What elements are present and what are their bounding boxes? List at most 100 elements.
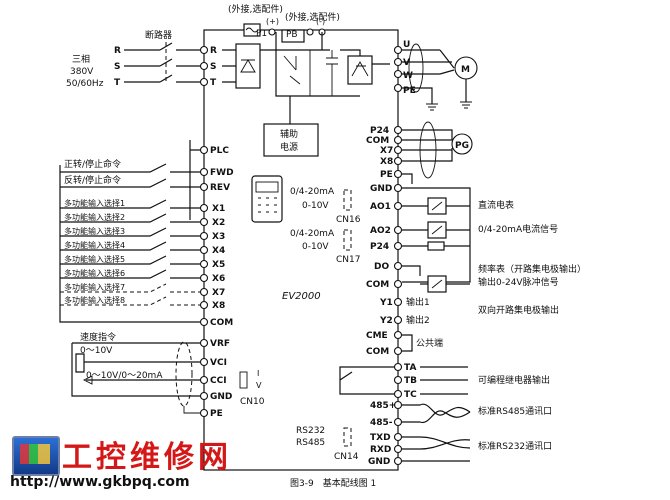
- out-u: U: [403, 40, 410, 50]
- cn16-v: 0-10V: [302, 201, 329, 211]
- minus-label: (-): [316, 17, 325, 26]
- pg-label: PG: [455, 141, 469, 151]
- rs232-port-label: 标准RS232通讯口: [478, 440, 552, 452]
- current-signal-label: 0/4-20mA电流信号: [478, 223, 558, 235]
- common-label: 公共端: [416, 337, 443, 349]
- out-pe: PE: [403, 86, 416, 96]
- encoder-pins: P24 COM X7 X8 PE PG: [366, 121, 473, 184]
- inv-in-s: S: [210, 62, 216, 72]
- aux-power-line2: 电源: [280, 141, 298, 153]
- power-section: P1 (+) PB (-): [222, 17, 390, 97]
- multi-func-4: 多功能输入选择4: [64, 240, 125, 250]
- cn10-name: CN10: [240, 397, 265, 407]
- ao-com: COM: [366, 280, 389, 290]
- motor-label: M: [461, 65, 470, 75]
- jumper-cn10: I V CN10: [239, 369, 265, 407]
- out-w: W: [403, 71, 413, 81]
- input-x7: X7: [212, 288, 225, 298]
- model-label: EV2000: [282, 291, 321, 302]
- cn17-name: CN17: [336, 255, 360, 265]
- rev-command-label: 反转/停止命令: [64, 174, 121, 186]
- ao-p24: P24: [370, 242, 389, 252]
- motor: [454, 56, 478, 80]
- terminal-com: [199, 317, 209, 327]
- cn16-ma: 0/4-20mA: [290, 187, 335, 197]
- com-label: COM: [210, 318, 233, 328]
- jumper-cn14: RS232 RS485 CN14: [296, 426, 359, 462]
- relay-out-label: 可编程继电器输出: [478, 374, 550, 386]
- comm-485p: 485+: [370, 401, 396, 411]
- enc-com: COM: [366, 136, 389, 146]
- cn10-i: I: [257, 369, 259, 378]
- comm-ports: 485+ 485- TXD RXD GND: [368, 400, 471, 467]
- terminal-s: [199, 61, 209, 71]
- multi-func-3: 多功能输入选择3: [64, 226, 125, 236]
- monitor-logo-icon: [12, 436, 60, 476]
- collector-outputs: Y1 Y2 CME COM: [366, 297, 413, 357]
- breaker-label: 断路器: [145, 29, 172, 41]
- inv-in-r: R: [210, 46, 217, 56]
- cme-pin: CME: [366, 331, 388, 341]
- y2-pin: Y2: [379, 316, 393, 326]
- aux-power-box: [263, 123, 319, 157]
- ao-gnd: GND: [370, 184, 392, 194]
- fwd-command-label: 正转/停止命令: [64, 158, 121, 170]
- out-v: V: [403, 58, 410, 68]
- comm-485n: 485-: [370, 418, 393, 428]
- supply-freq: 50/60Hz: [66, 79, 104, 89]
- input-x4: X4: [212, 246, 225, 256]
- aux-power-line1: 辅助: [280, 128, 298, 140]
- line-r-label: R: [114, 46, 121, 56]
- pg-encoder: [451, 133, 473, 155]
- range-vi-label: 0～10V/0～20mA: [86, 371, 163, 381]
- options-top-right: (外接,选配件): [285, 11, 340, 23]
- analog-cci: CCI: [210, 376, 227, 386]
- terminal-r: [199, 45, 209, 55]
- freq-meter-label: 频率表（开路集电极输出）: [478, 263, 586, 275]
- line-t-label: T: [114, 78, 121, 88]
- multi-func-6: 多功能输入选择6: [64, 268, 125, 278]
- terminal-plc: [199, 145, 209, 155]
- range-v-label: 0～10V: [80, 346, 113, 356]
- line-s-label: S: [114, 62, 120, 72]
- options-top-left: (外接,选配件): [228, 3, 283, 15]
- supply-wires: [124, 49, 204, 83]
- output-terminals: U V W PE M: [393, 40, 478, 111]
- input-fwd: FWD: [210, 168, 234, 178]
- input-x5: X5: [212, 260, 225, 270]
- analog-inputs: VRF VCI CCI GND PE: [71, 338, 232, 419]
- inverter-outline: [203, 29, 399, 471]
- analog-vci: VCI: [210, 358, 227, 368]
- power-supply: 三相 380V 50/60Hz: [66, 53, 104, 89]
- oc-output-label: 双向开路集电极输出: [478, 304, 559, 316]
- out2-label: 输出2: [406, 314, 430, 326]
- cn10-v: V: [256, 381, 262, 390]
- multi-func-5: 多功能输入选择5: [64, 254, 125, 264]
- com2-pin: COM: [366, 347, 389, 357]
- rs485-port-label: 标准RS485通讯口: [478, 405, 552, 417]
- site-url: http://www.gkbpq.com: [10, 474, 190, 490]
- analog-gnd: GND: [210, 392, 232, 402]
- digital-inputs: FWD REV X1 X2 X3 X4 X5 X6 X7 X8: [59, 163, 234, 323]
- site-watermark: 工控维修网 http://www.gkbpq.com: [8, 432, 238, 494]
- brand-text: 工控维修网: [62, 440, 232, 475]
- enc-pe: PE: [380, 170, 393, 180]
- enc-x8: X8: [380, 157, 393, 167]
- input-x2: X2: [212, 218, 225, 228]
- analog-outputs: GND AO1 AO2 P24 DO COM: [366, 183, 471, 293]
- input-rev: REV: [210, 183, 230, 193]
- multi-func-7: 多功能输入选择7: [64, 282, 125, 292]
- ao-ao1: AO1: [370, 202, 391, 212]
- relay-outputs: TA TB TC: [339, 362, 468, 400]
- breaker-contacts: [159, 42, 173, 83]
- jumper-cn16: 0/4-20mA 0-10V CN16: [290, 187, 361, 225]
- inv-in-t: T: [210, 78, 217, 88]
- multi-func-8: 多功能输入选择8: [64, 295, 125, 305]
- cn16-name: CN16: [336, 215, 361, 225]
- multi-func-2: 多功能输入选择2: [64, 212, 125, 222]
- analog-vrf: VRF: [210, 339, 230, 349]
- keypad: [251, 175, 283, 223]
- analog-pe: PE: [210, 409, 223, 419]
- pulse-out-label: 输出0-24V脉冲信号: [478, 276, 559, 288]
